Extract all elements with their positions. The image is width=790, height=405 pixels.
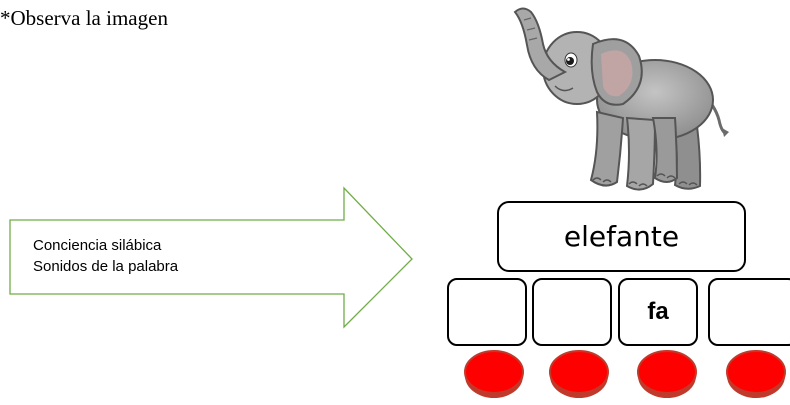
red-counter-icon[interactable]	[463, 349, 525, 399]
elephant-icon	[513, 7, 729, 191]
red-counter-icon[interactable]	[725, 349, 787, 399]
red-counter-icon[interactable]	[548, 349, 610, 399]
word-box: elefante	[497, 201, 746, 272]
syllable-box-1[interactable]	[447, 278, 527, 346]
arrow-label-line2: Sonidos de la palabra	[33, 258, 179, 275]
red-counter-icon[interactable]	[636, 349, 698, 399]
arrow-label-line1: Conciencia silábica	[33, 237, 162, 254]
syllable-box-2[interactable]	[532, 278, 612, 346]
syllable-box-3[interactable]: fa	[618, 278, 698, 346]
instruction-text: *Observa la imagen	[0, 6, 168, 30]
arrow-label: Conciencia silábica Sonidos de la palabr…	[33, 235, 178, 277]
syllable-box-4[interactable]	[708, 278, 790, 346]
